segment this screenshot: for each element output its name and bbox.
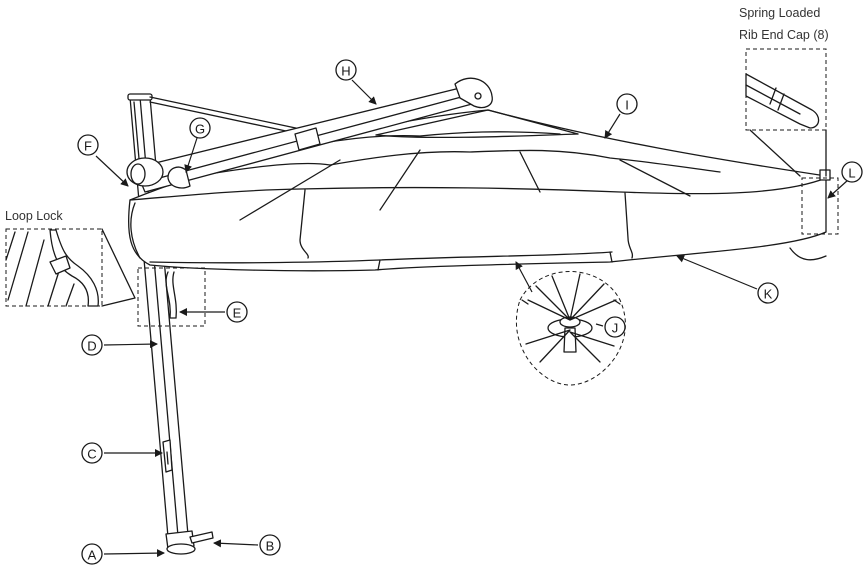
- svg-text:G: G: [195, 122, 205, 137]
- callout-j: J: [604, 316, 626, 338]
- pole-base: [165, 530, 214, 555]
- svg-text:E: E: [233, 306, 242, 321]
- svg-text:H: H: [341, 64, 350, 79]
- rib-end-cap-callout-box: [801, 177, 839, 235]
- callout-i: I: [616, 93, 638, 115]
- callout-a: A: [81, 543, 103, 565]
- svg-text:K: K: [764, 287, 773, 302]
- loop-lock-callout-box: [137, 267, 206, 327]
- hub-detail-inset: [515, 271, 626, 386]
- callout-l: L: [841, 161, 863, 183]
- rib-end-cap-inset: [745, 48, 827, 177]
- loop-lock-inset: [5, 228, 136, 307]
- rib-end-cap-caption-line2: Rib End Cap (8): [739, 28, 829, 42]
- svg-text:F: F: [84, 139, 92, 154]
- svg-text:C: C: [87, 447, 96, 462]
- canopy: [127, 109, 827, 272]
- svg-text:I: I: [625, 98, 629, 113]
- callout-b: B: [259, 534, 281, 556]
- support-cable: [149, 96, 306, 131]
- callout-leaders: [95, 79, 849, 558]
- svg-text:J: J: [612, 321, 619, 336]
- rib-end-cap: [819, 169, 831, 181]
- loop-lock-clip: [165, 271, 177, 319]
- loop-lock-caption: Loop Lock: [5, 209, 63, 223]
- callout-d: D: [81, 334, 103, 356]
- svg-text:A: A: [88, 548, 97, 563]
- svg-text:B: B: [266, 539, 275, 554]
- callout-g: G: [189, 117, 211, 139]
- callout-f: F: [77, 134, 99, 156]
- svg-text:D: D: [87, 339, 96, 354]
- svg-text:L: L: [848, 166, 855, 181]
- callout-e: E: [226, 301, 248, 323]
- callout-c: C: [81, 442, 103, 464]
- crank-handle: [162, 439, 173, 473]
- callout-h: H: [335, 59, 357, 81]
- callout-k: K: [757, 282, 779, 304]
- rib-end-cap-caption-line1: Spring Loaded: [739, 6, 820, 20]
